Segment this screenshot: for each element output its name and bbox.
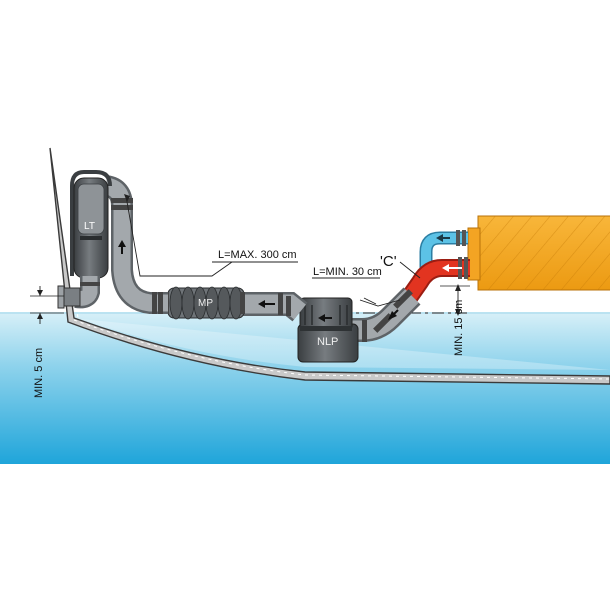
exhaust-hose-mp-to-lt (103, 175, 168, 314)
mp-label: MP (198, 298, 213, 309)
flow-arrow-icon (442, 264, 449, 272)
cooling-water-cold-pipe (419, 230, 468, 272)
min-length-label: L=MIN. 30 cm (313, 266, 382, 278)
dimension-min-depth: MIN. 5 cm (30, 286, 64, 398)
flow-arrow-icon (118, 240, 126, 247)
exhaust-hose-nlp-to-mp (240, 292, 308, 322)
exhaust-riser-hose (352, 287, 421, 342)
flow-arrow-icon (436, 234, 443, 242)
flow-arrow-icon (318, 314, 325, 322)
flow-arrow-icon (258, 300, 265, 308)
dimension-min-length: L=MIN. 30 cm (312, 266, 401, 307)
flow-arrow-icon (388, 311, 397, 320)
point-c-label: 'C' (380, 253, 397, 270)
dimension-max-length: L=MAX. 300 cm (124, 194, 298, 277)
nlp-label: NLP (317, 336, 338, 348)
point-c-marker: 'C' (380, 253, 421, 279)
lt-label: LT (84, 221, 95, 232)
exhaust-outlet-hose (57, 276, 100, 309)
dimension-min-height: MIN. 15 cm (440, 284, 470, 356)
min-depth-label: MIN. 5 cm (33, 348, 45, 398)
max-length-label: L=MAX. 300 cm (218, 249, 297, 261)
mp-muffler: MP (164, 286, 245, 320)
lt-gooseneck: LT (70, 170, 112, 279)
cooling-water-hot-pipe (398, 257, 470, 308)
nlp-waterlock: NLP (297, 297, 359, 363)
min-height-label: MIN. 15 cm (453, 300, 465, 356)
engine-block (467, 215, 610, 291)
